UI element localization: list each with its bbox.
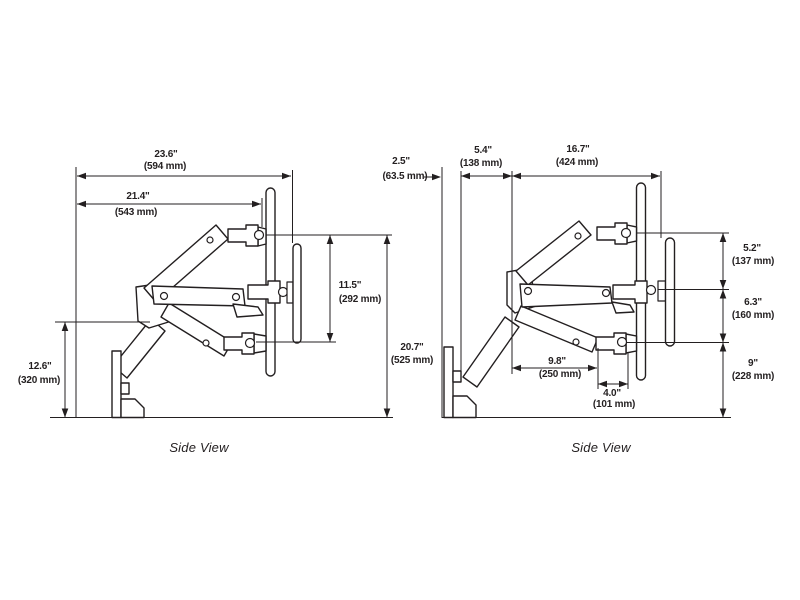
right-dim-lower-lift-mm: (228 mm) xyxy=(731,371,775,382)
left-dim-arm-reach-inches: 21.4" xyxy=(126,191,150,202)
left-dim-bracket-height-mm: (320 mm) xyxy=(17,375,61,386)
right-dim-pivot-offset-inches: 4.0" xyxy=(603,388,621,399)
right-dimension-lines xyxy=(424,167,731,418)
left-monitor-screen xyxy=(292,243,302,344)
right-bottom-pivot xyxy=(616,336,628,348)
right-dim-extension-mm: (424 mm) xyxy=(555,157,599,168)
left-dim-pivot-travel-mm: (292 mm) xyxy=(338,294,382,305)
right-wall-bracket xyxy=(443,316,520,419)
right-dim-wall-offset-mm: (63.5 mm) xyxy=(382,171,428,182)
left-dim-total-width-mm: (594 mm) xyxy=(143,161,187,172)
left-dim-overall-height-mm: (525 mm) xyxy=(390,355,434,366)
left-dim-pivot-travel-inches: 11.5" xyxy=(338,280,362,291)
right-dim-wall-offset-inches: 2.5" xyxy=(392,156,410,167)
right-dim-upper-lift-mm: (137 mm) xyxy=(731,256,775,267)
left-dim-total-width-inches: 23.6" xyxy=(154,149,178,160)
right-dim-arm-span-mm: (250 mm) xyxy=(538,369,582,380)
right-middle-pivot xyxy=(645,284,657,296)
right-dim-folded-depth-mm: (138 mm) xyxy=(459,158,503,169)
right-dim-upper-lift-inches: 5.2" xyxy=(743,243,761,254)
left-middle-pivot xyxy=(277,286,289,298)
right-diagram xyxy=(424,167,731,419)
left-wall-bracket xyxy=(111,318,166,419)
left-diagram xyxy=(50,167,393,419)
right-dim-extension-inches: 16.7" xyxy=(566,144,590,155)
left-articulated-arm xyxy=(135,224,264,357)
right-top-pivot xyxy=(620,227,632,239)
right-dim-arm-span-inches: 9.8" xyxy=(548,356,566,367)
left-dim-bracket-height-inches: 12.6" xyxy=(28,361,52,372)
right-dim-mid-lift-inches: 6.3" xyxy=(744,297,762,308)
right-dim-folded-depth-inches: 5.4" xyxy=(474,145,492,156)
left-top-pivot xyxy=(253,229,265,241)
right-caption-side-view: Side View xyxy=(571,440,631,455)
right-monitor-screen xyxy=(664,237,676,347)
left-caption-side-view: Side View xyxy=(169,440,229,455)
right-dim-mid-lift-mm: (160 mm) xyxy=(731,310,775,321)
left-bottom-pivot xyxy=(244,337,256,349)
left-dim-arm-reach-mm: (543 mm) xyxy=(114,207,158,218)
left-dim-overall-height-inches: 20.7" xyxy=(400,342,424,353)
right-articulated-arm xyxy=(506,220,635,353)
right-monitor xyxy=(595,182,676,381)
right-dim-lower-lift-inches: 9" xyxy=(748,358,758,369)
left-dimension-lines xyxy=(50,167,393,418)
right-dim-pivot-offset-mm: (101 mm) xyxy=(592,399,636,410)
